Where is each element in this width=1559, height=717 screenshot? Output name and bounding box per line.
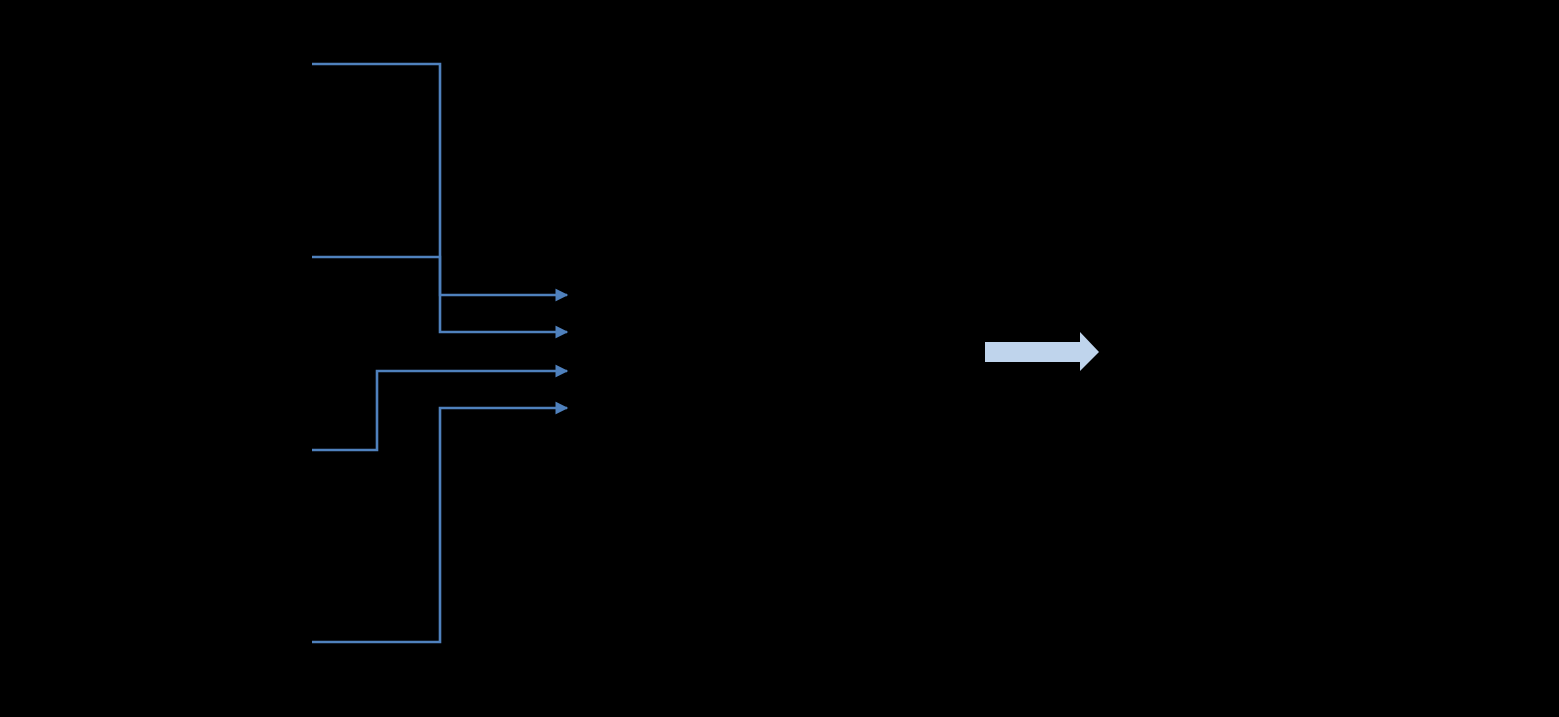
right-block-arrow — [985, 332, 1099, 371]
connector-left-item2-to-center — [312, 255, 569, 339]
connector-left-item4-to-center — [312, 401, 569, 644]
connector-left-item1-to-center — [312, 62, 569, 302]
connector-left-item3-to-center — [312, 364, 569, 452]
